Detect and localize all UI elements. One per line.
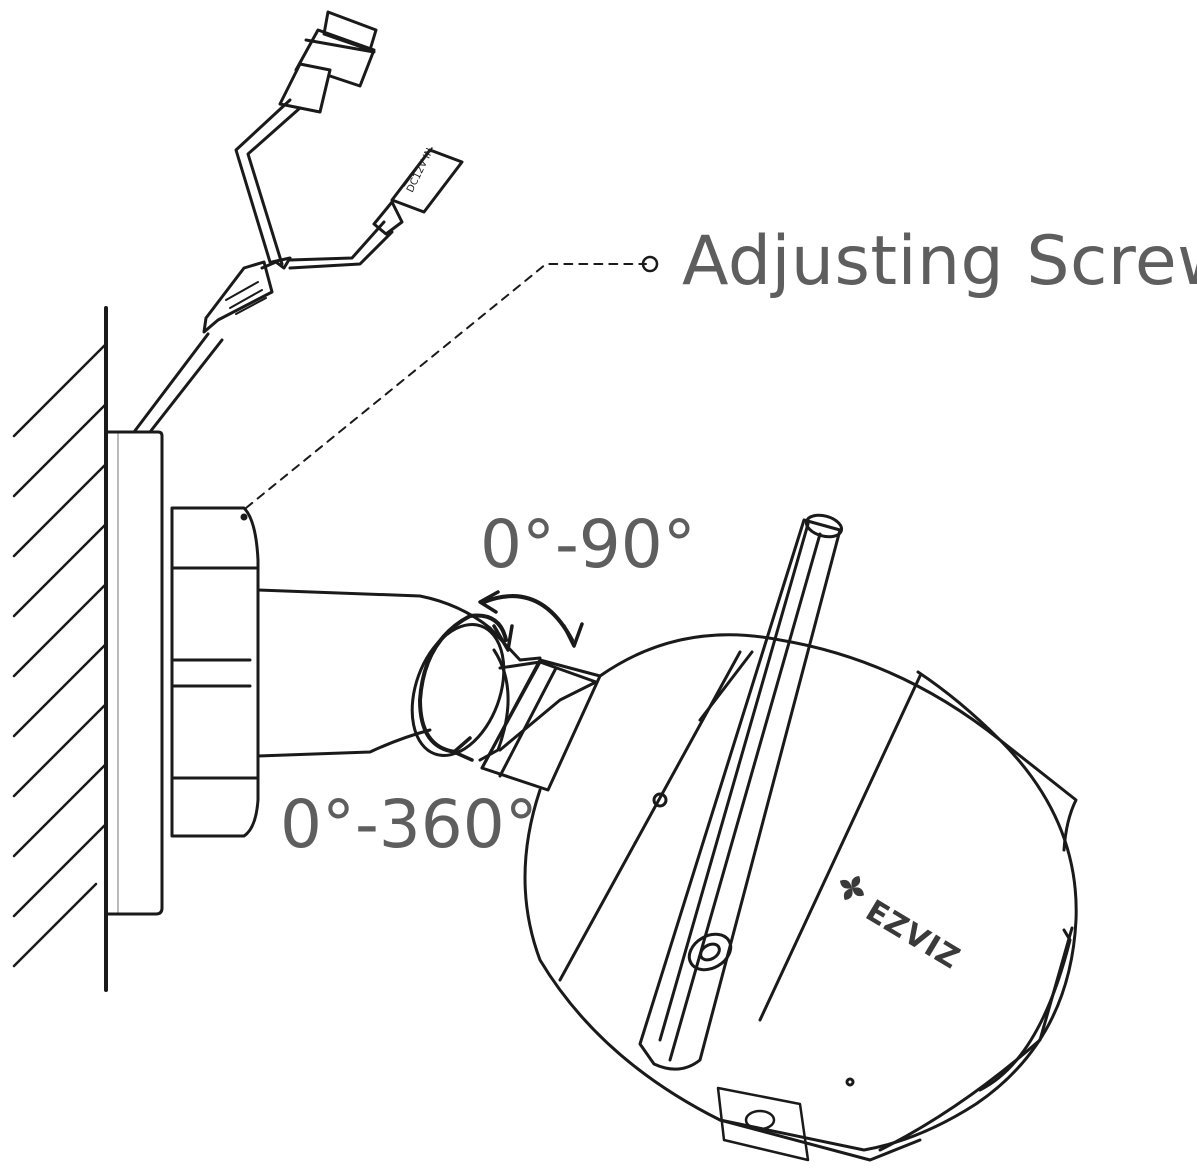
adjusting-screw-collar bbox=[170, 506, 260, 838]
antenna bbox=[638, 513, 844, 1071]
wall bbox=[12, 306, 108, 992]
tilt-rotation-arrow bbox=[478, 590, 584, 648]
adjusting-screw-leader-line bbox=[245, 255, 659, 509]
wall-hatching bbox=[12, 342, 108, 968]
power-ethernet-cable bbox=[132, 10, 464, 434]
mounting-arm bbox=[256, 588, 542, 758]
camera-body bbox=[523, 633, 1078, 1162]
mounting-base-plate bbox=[104, 430, 164, 916]
ezviz-logo-icon bbox=[839, 875, 865, 901]
camera-neck bbox=[480, 658, 602, 792]
adjusting-screw-label: Adjusting Screw bbox=[682, 222, 1197, 301]
tilt-range-label: 0°-90° bbox=[480, 506, 696, 583]
pan-rotation-arrow bbox=[418, 613, 514, 762]
pan-range-label: 0°-360° bbox=[280, 786, 538, 863]
